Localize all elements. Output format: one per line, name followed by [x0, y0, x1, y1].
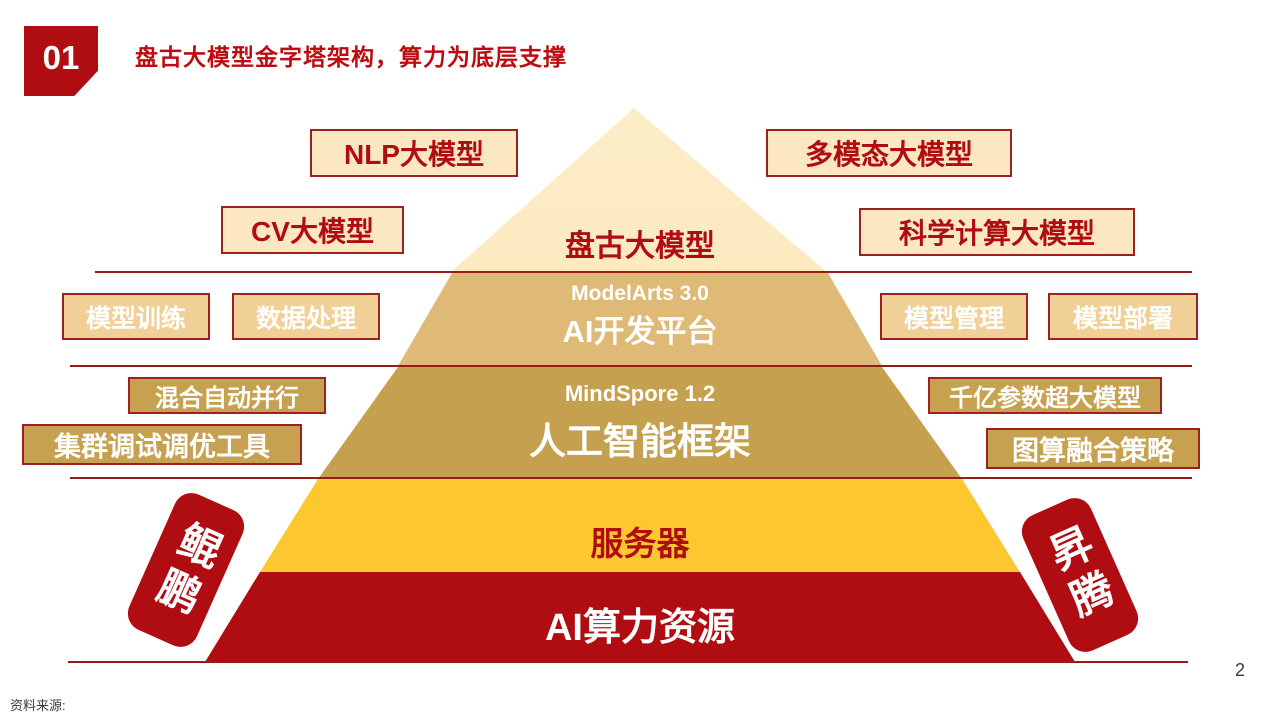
label-model-management: 模型管理 [880, 293, 1028, 340]
divider-line-4 [68, 661, 1188, 663]
source-note: 资料来源: [10, 698, 66, 713]
layer2-title: AI开发平台 [562, 313, 718, 349]
label-graph-kernel-fusion: 图算融合策略 [986, 428, 1200, 469]
label-hybrid-parallel: 混合自动并行 [128, 377, 326, 414]
label-multimodal-model: 多模态大模型 [766, 129, 1012, 177]
divider-line-2 [70, 365, 1192, 367]
layer4-title: 服务器 [590, 525, 690, 562]
label-nlp-model: NLP大模型 [310, 129, 518, 177]
label-cv-model: CV大模型 [221, 206, 404, 254]
divider-line-3 [70, 477, 1192, 479]
layer3-title: 人工智能框架 [529, 421, 751, 462]
divider-line-1 [95, 271, 1192, 273]
label-model-deployment: 模型部署 [1048, 293, 1198, 340]
layer2-subtitle: ModelArts 3.0 [571, 282, 709, 305]
layer3-subtitle: MindSpore 1.2 [564, 381, 716, 406]
page-title: 盘古大模型金字塔架构，算力为底层支撑 [135, 44, 567, 70]
label-data-processing: 数据处理 [232, 293, 380, 340]
label-cluster-tuning-tools: 集群调试调优工具 [22, 424, 302, 465]
layer5-title: AI算力资源 [544, 606, 735, 649]
page-number: 2 [1234, 660, 1245, 680]
layer1-title: 盘古大模型 [565, 230, 715, 263]
label-model-training: 模型训练 [62, 293, 210, 340]
label-scientific-model: 科学计算大模型 [859, 208, 1135, 256]
label-100b-params-model: 千亿参数超大模型 [928, 377, 1162, 414]
section-number-badge: 01 [24, 26, 98, 96]
